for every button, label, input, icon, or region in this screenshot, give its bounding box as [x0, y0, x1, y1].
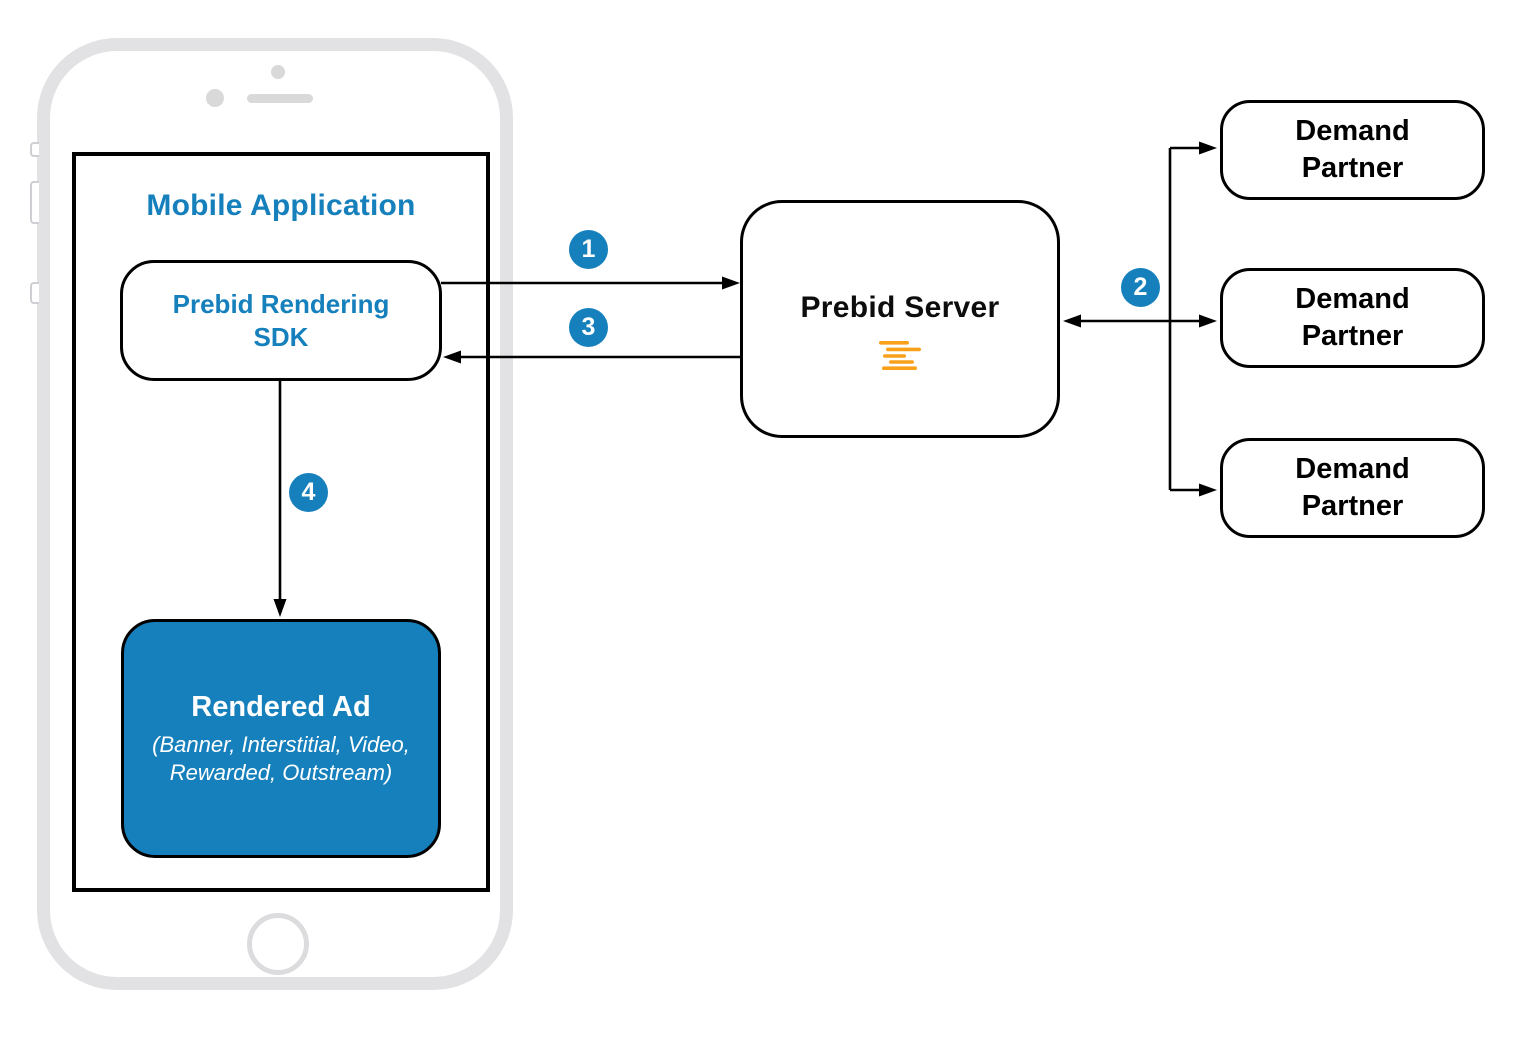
demand-partner-box-3: Demand Partner	[1220, 438, 1485, 538]
phone-volume-down-button	[30, 282, 39, 304]
rendered-ad-subtitle-line1: (Banner, Interstitial, Video,	[152, 731, 410, 757]
demand-partner-1-line2: Partner	[1301, 152, 1404, 184]
demand-fanout-bottom-head	[1199, 483, 1217, 497]
sdk-label-line1: Prebid Rendering	[172, 288, 390, 319]
phone-volume-up-button	[30, 181, 39, 224]
arrow-step2-head-right	[1199, 314, 1217, 328]
rendered-ad-subtitle-line2: Rewarded, Outstream)	[169, 759, 393, 785]
rendered-ad-title: Rendered Ad	[191, 690, 371, 723]
step-badge-2: 2	[1121, 268, 1160, 307]
step-badge-4: 4	[289, 473, 328, 512]
demand-partner-3-line1: Demand	[1295, 453, 1410, 485]
phone-home-button	[247, 913, 309, 975]
phone-speaker-slot	[247, 94, 313, 103]
sdk-label-line2: SDK	[253, 321, 309, 352]
prebid-server-title: Prebid Server	[800, 290, 1000, 324]
demand-partner-2-line2: Partner	[1301, 320, 1404, 352]
prebid-rendering-sdk-box: Prebid Rendering SDK	[120, 260, 442, 381]
rendered-ad-box: Rendered Ad (Banner, Interstitial, Video…	[121, 619, 441, 858]
phone-sensor-dot	[206, 89, 224, 107]
demand-partner-1-line1: Demand	[1295, 115, 1410, 147]
arrow-step2-head-left	[1063, 314, 1081, 328]
step-badge-3: 3	[569, 308, 608, 347]
demand-partner-2-line1: Demand	[1295, 283, 1410, 315]
phone-camera-dot	[271, 65, 285, 79]
demand-fanout-top-head	[1199, 141, 1217, 155]
phone-mute-switch	[30, 142, 39, 157]
mobile-application-title: Mobile Application	[146, 189, 416, 222]
demand-partner-box-2: Demand Partner	[1220, 268, 1485, 368]
demand-partner-box-1: Demand Partner	[1220, 100, 1485, 200]
step-badge-1: 1	[569, 230, 608, 269]
prebid-logo-icon	[879, 340, 921, 370]
arrow-step1-head	[722, 276, 740, 290]
demand-partner-3-line2: Partner	[1301, 490, 1404, 522]
prebid-server-box: Prebid Server	[740, 200, 1060, 438]
